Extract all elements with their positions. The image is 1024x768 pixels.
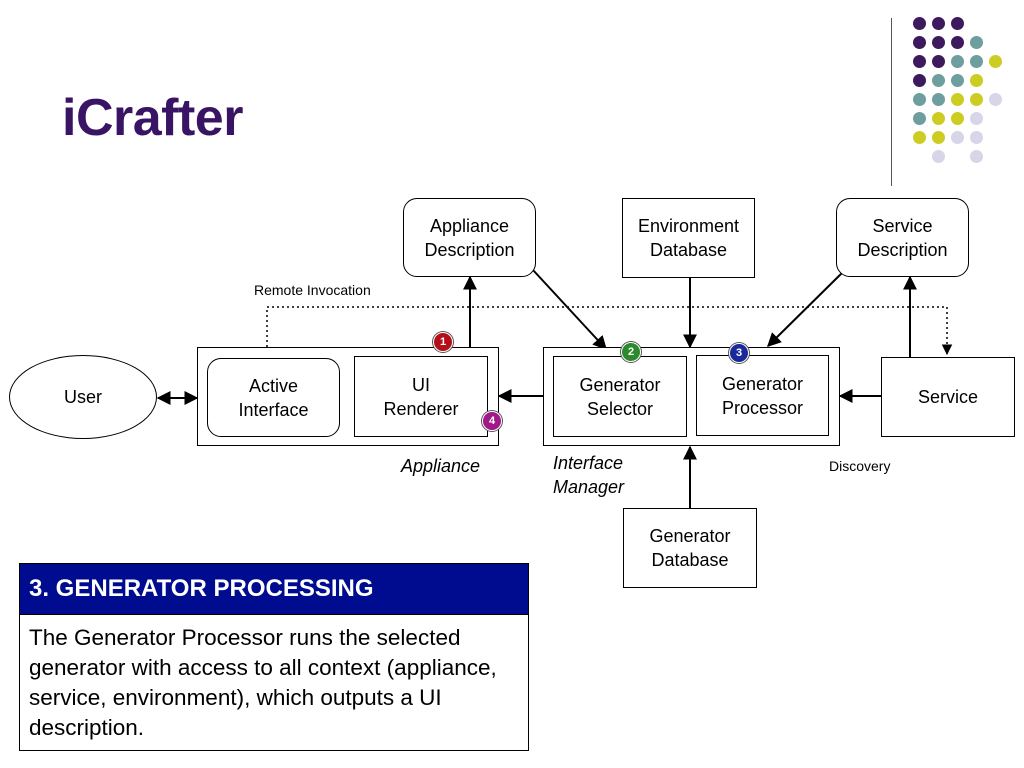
- decorative-dot: [932, 131, 945, 144]
- decorative-dot: [970, 131, 983, 144]
- slide-title: iCrafter: [62, 89, 243, 147]
- step-badge-2: 2: [621, 342, 641, 362]
- decorative-dot: [913, 17, 926, 30]
- decorative-dot: [951, 131, 964, 144]
- decorative-dot: [913, 74, 926, 87]
- decorative-dot: [913, 112, 926, 125]
- decorative-dot: [970, 36, 983, 49]
- decorative-dot: [951, 36, 964, 49]
- decorative-dot: [989, 55, 1002, 68]
- decorative-dot: [970, 112, 983, 125]
- arrow-appdesc-to-selector: [532, 269, 607, 351]
- user-node: User: [9, 355, 157, 439]
- step-badge-1: 1: [433, 332, 453, 352]
- decorative-dot: [951, 55, 964, 68]
- decorative-dot: [932, 55, 945, 68]
- decorative-dot: [932, 36, 945, 49]
- environment-database-node: Environment Database: [622, 198, 755, 278]
- step-badge-3: 3: [729, 343, 749, 363]
- generator-selector-node: Generator Selector: [553, 356, 687, 437]
- appliance-label: Appliance: [401, 456, 481, 476]
- decorative-dot: [970, 74, 983, 87]
- generator-database-node: Generator Database: [623, 508, 757, 588]
- decorative-dot: [951, 17, 964, 30]
- decorative-dot: [989, 93, 1002, 106]
- arrow-svcdesc-to-processor: [767, 269, 846, 347]
- appliance-description-node: Appliance Description: [403, 198, 536, 277]
- decorative-dot: [932, 150, 945, 163]
- info-box-text: The Generator Processor runs the selecte…: [19, 614, 529, 751]
- info-box-heading: 3. GENERATOR PROCESSING: [19, 563, 529, 615]
- remote-invocation-label: Remote Invocation: [254, 282, 371, 298]
- decorative-dot: [951, 112, 964, 125]
- remote-invocation-path: [266, 306, 953, 357]
- ui-renderer-node: UI Renderer: [354, 356, 488, 437]
- decorative-dot: [932, 74, 945, 87]
- decorative-dot: [951, 74, 964, 87]
- service-description-node: Service Description: [836, 198, 969, 277]
- decorative-dot: [970, 93, 983, 106]
- decorative-dot: [970, 55, 983, 68]
- decorative-dot: [932, 93, 945, 106]
- decorative-divider: [891, 18, 892, 186]
- decorative-dot: [970, 150, 983, 163]
- generator-processor-node: Generator Processor: [696, 355, 829, 436]
- decorative-dot: [913, 131, 926, 144]
- decorative-dot: [913, 93, 926, 106]
- service-node: Service: [881, 357, 1015, 437]
- interface-manager-label: Interface Manager: [553, 453, 625, 497]
- decorative-dot: [932, 17, 945, 30]
- active-interface-node: Active Interface: [207, 358, 340, 437]
- decorative-dot: [951, 93, 964, 106]
- decorative-dot: [932, 112, 945, 125]
- discovery-label: Discovery: [829, 458, 891, 474]
- decorative-dot: [913, 55, 926, 68]
- step-badge-4: 4: [482, 411, 502, 431]
- decorative-dot: [913, 36, 926, 49]
